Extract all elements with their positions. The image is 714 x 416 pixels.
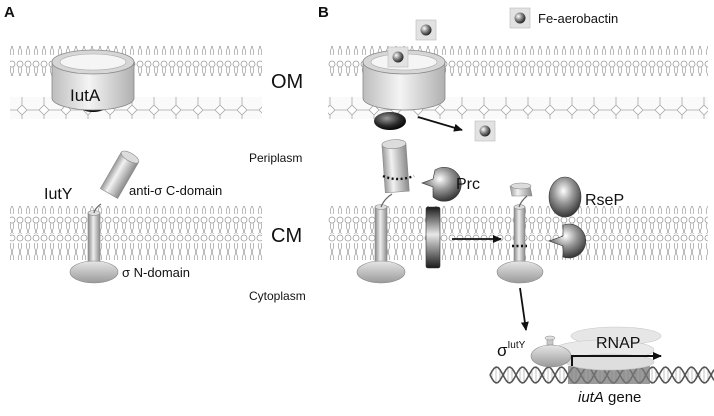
- sigma-n-domain-label: σ N-domain: [122, 265, 190, 280]
- iuta-label: IutA: [70, 86, 101, 105]
- iuty-protein-b: [356, 139, 415, 284]
- sigma-base: σ: [497, 341, 508, 360]
- panel-b-letter: B: [318, 4, 329, 21]
- release-sigma-arrow: [519, 287, 529, 331]
- transcription-start-arrow: [571, 352, 662, 366]
- rnap-label: RNAP: [596, 335, 640, 352]
- fe-aerobactin-legend-label: Fe-aerobactin: [538, 11, 618, 26]
- fe-aerobactin-legend-icon: [509, 7, 531, 29]
- sigma-iuty-label: σIutY: [497, 340, 526, 360]
- outer-membrane-a: [10, 46, 262, 119]
- anti-sigma-c-domain-label: anti-σ C-domain: [129, 183, 222, 198]
- cytoplasmic-membrane-a: [10, 206, 262, 260]
- fe-aerobactin-molecule-bound: [387, 46, 409, 68]
- gene-name: iutA: [578, 389, 604, 406]
- sigma-iuty-factor: [530, 335, 572, 368]
- iuty-cleaved: [496, 182, 544, 284]
- panel-a-letter: A: [4, 4, 15, 21]
- iuta-gene-label: iutA gene: [578, 389, 641, 406]
- iuta-promoter-region: [568, 366, 650, 384]
- periplasm-label: Periplasm: [249, 151, 302, 165]
- gene-suffix: gene: [604, 389, 642, 406]
- release-arrow: [417, 116, 463, 132]
- plug-domain-b: [374, 112, 406, 130]
- prc-protease: [421, 166, 462, 269]
- iuty-protein-a: [69, 150, 140, 284]
- iuta-barrel-a: [51, 49, 135, 112]
- rsep-label: RseP: [585, 192, 624, 209]
- rsep-protease: [548, 176, 586, 259]
- cm-label: CM: [271, 225, 302, 247]
- sigma-superscript: IutY: [508, 340, 526, 351]
- prc-label: Prc: [456, 176, 480, 193]
- fe-aerobactin-molecule-released: [474, 120, 496, 142]
- fe-aerobactin-molecule-incoming: [415, 19, 437, 41]
- iuty-label: IutY: [44, 186, 73, 203]
- cytoplasm-label: Cytoplasm: [249, 289, 306, 303]
- om-label: OM: [271, 71, 303, 93]
